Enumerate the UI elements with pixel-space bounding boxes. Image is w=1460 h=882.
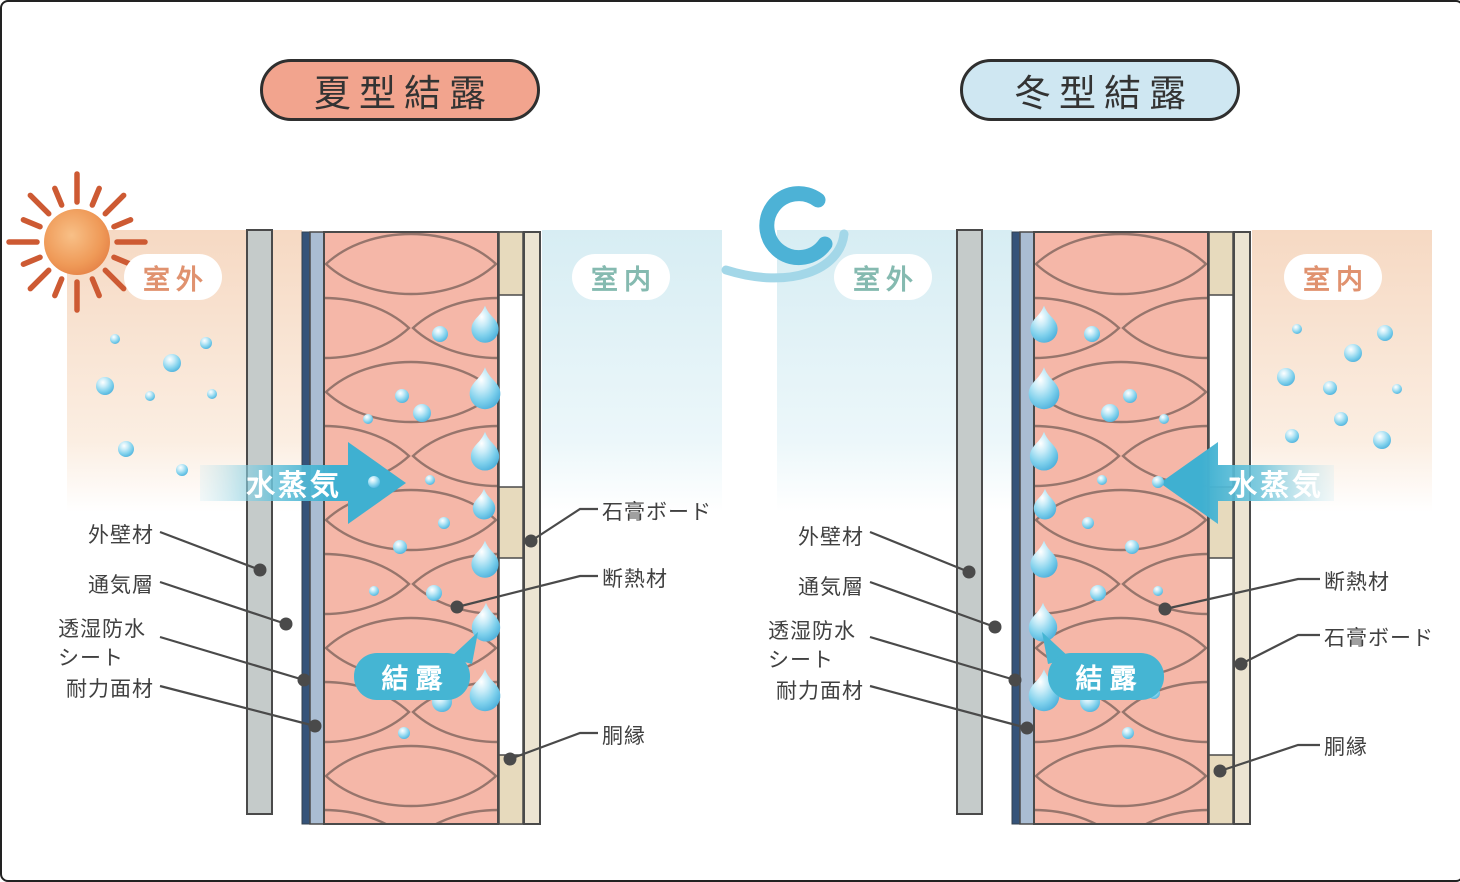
condensation-bubble-winter	[1042, 632, 1164, 700]
vapor-droplet-icon	[1373, 431, 1391, 449]
vapor-droplet-icon	[1392, 384, 1402, 394]
vapor-label-winter: 水蒸気	[1227, 468, 1324, 502]
label-insulation-winter: 断熱材	[1324, 570, 1390, 594]
indoor-badge-summer: 室内	[572, 254, 670, 300]
vapor-droplet-icon	[1285, 429, 1299, 443]
vapor-droplet-icon	[1344, 344, 1362, 362]
label-waterproof-sheet-winter: 透湿防水シート	[768, 619, 856, 673]
vapor-droplet-icon	[369, 586, 379, 596]
label-waterproof-sheet-summer: 透湿防水シート	[58, 617, 146, 671]
label-air-gap-winter: 通気層	[798, 575, 864, 599]
outdoor-badge-summer: 室外	[124, 254, 222, 300]
outdoor-badge-winter: 室外	[834, 254, 932, 300]
vapor-droplet-icon	[1122, 727, 1134, 739]
vapor-droplet-icon	[1334, 412, 1348, 426]
vapor-droplet-icon	[1101, 404, 1119, 422]
vapor-droplet-icon	[426, 585, 442, 601]
vapor-droplet-icon	[1125, 540, 1139, 554]
vapor-droplet-icon	[398, 727, 410, 739]
condensation-label-summer: 結露	[381, 664, 450, 695]
vapor-droplet-icon	[118, 441, 134, 457]
label-air-gap-summer: 通気層	[88, 573, 154, 597]
label-exterior-cladding-summer: 外壁材	[88, 523, 154, 547]
sun-icon	[6, 171, 148, 313]
leader-lines	[159, 507, 1320, 773]
vapor-droplet-icon	[110, 334, 120, 344]
vapor-droplet-icon	[1152, 476, 1164, 488]
label-exterior-cladding-winter: 外壁材	[798, 525, 864, 549]
vapor-droplet-icon	[1097, 475, 1107, 485]
label-gypsum-board-winter: 石膏ボード	[1324, 626, 1434, 650]
vapor-droplet-icon	[432, 326, 448, 342]
label-structural-panel-summer: 耐力面材	[66, 677, 154, 701]
vapor-droplet-icon	[96, 377, 114, 395]
vapor-droplet-icon	[363, 414, 373, 424]
vapor-droplet-icon	[176, 464, 188, 476]
vapor-droplet-icon	[1082, 517, 1094, 529]
condensation-bubble-summer	[354, 632, 478, 700]
summer-title: 夏型結露	[260, 59, 540, 121]
label-insulation-summer: 断熱材	[602, 567, 668, 591]
label-structural-panel-winter: 耐力面材	[776, 679, 864, 703]
vapor-arrow-summer	[200, 442, 406, 524]
vapor-droplet-icon	[395, 389, 409, 403]
label-gypsum-board-summer: 石膏ボード	[602, 500, 712, 524]
vapor-droplet-icon	[1090, 585, 1106, 601]
vapor-droplet-icon	[1153, 586, 1163, 596]
winter-title: 冬型結露	[960, 59, 1240, 121]
vapor-droplet-icon	[1323, 381, 1337, 395]
vapor-droplet-icon	[393, 540, 407, 554]
vapor-droplet-icon	[1377, 325, 1393, 341]
vapor-droplet-icon	[438, 517, 450, 529]
vapor-droplet-icon	[207, 389, 217, 399]
wind-swirl-icon	[721, 186, 849, 283]
vapor-droplet-icon	[145, 391, 155, 401]
indoor-badge-winter: 室内	[1284, 254, 1382, 300]
vapor-label-summer: 水蒸気	[245, 468, 342, 502]
vapor-droplet-icon	[163, 354, 181, 372]
vapor-droplet-icon	[1159, 414, 1169, 424]
vapor-arrow-winter	[1160, 442, 1334, 524]
label-furring-strip-winter: 胴縁	[1324, 735, 1368, 759]
vapor-droplet-icon	[1292, 324, 1302, 334]
vapor-droplet-icon	[425, 475, 435, 485]
vapor-droplet-icon	[368, 476, 380, 488]
leader-dots	[253, 534, 1248, 778]
condensation-label-winter: 結露	[1075, 664, 1144, 695]
vapor-droplet-icon	[1084, 326, 1100, 342]
vapor-droplet-icon	[1123, 389, 1137, 403]
vapor-droplet-icon	[1277, 368, 1295, 386]
label-furring-strip-summer: 胴縁	[602, 724, 646, 748]
vapor-droplet-icon	[200, 337, 212, 349]
vapor-droplet-icon	[413, 404, 431, 422]
